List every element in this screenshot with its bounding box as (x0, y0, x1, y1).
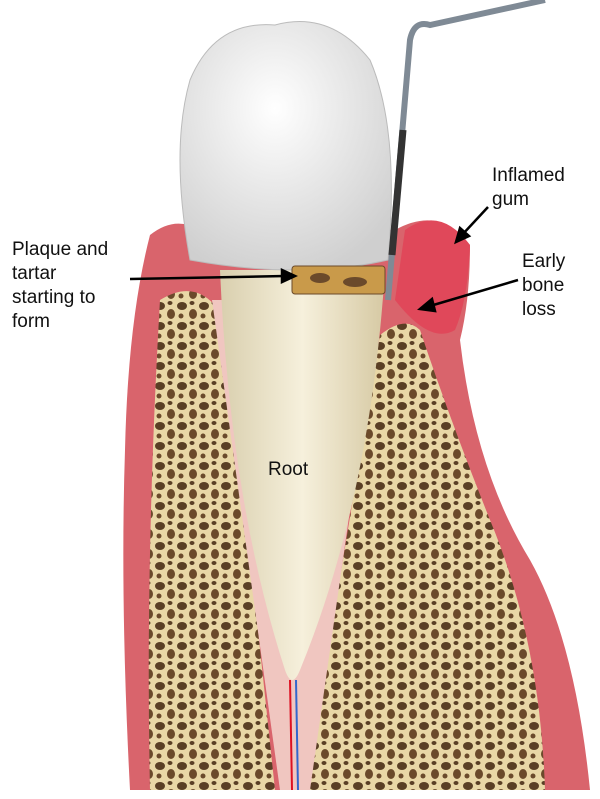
label-arrows (129, 206, 519, 313)
bone (148, 291, 275, 790)
crown (179, 21, 392, 271)
tartar (291, 265, 386, 295)
label-root: Root (268, 459, 309, 480)
label-plaque-tartar: Plaque and tartar starting to form (12, 239, 109, 332)
label-inflamed-gum: Inflamed gum (492, 165, 565, 210)
periodontal-probe (385, 0, 546, 301)
root (220, 270, 385, 680)
bone-right (305, 323, 545, 790)
label-early-bone-loss: Early bone loss (522, 251, 566, 320)
inflamed-gum (395, 220, 470, 334)
